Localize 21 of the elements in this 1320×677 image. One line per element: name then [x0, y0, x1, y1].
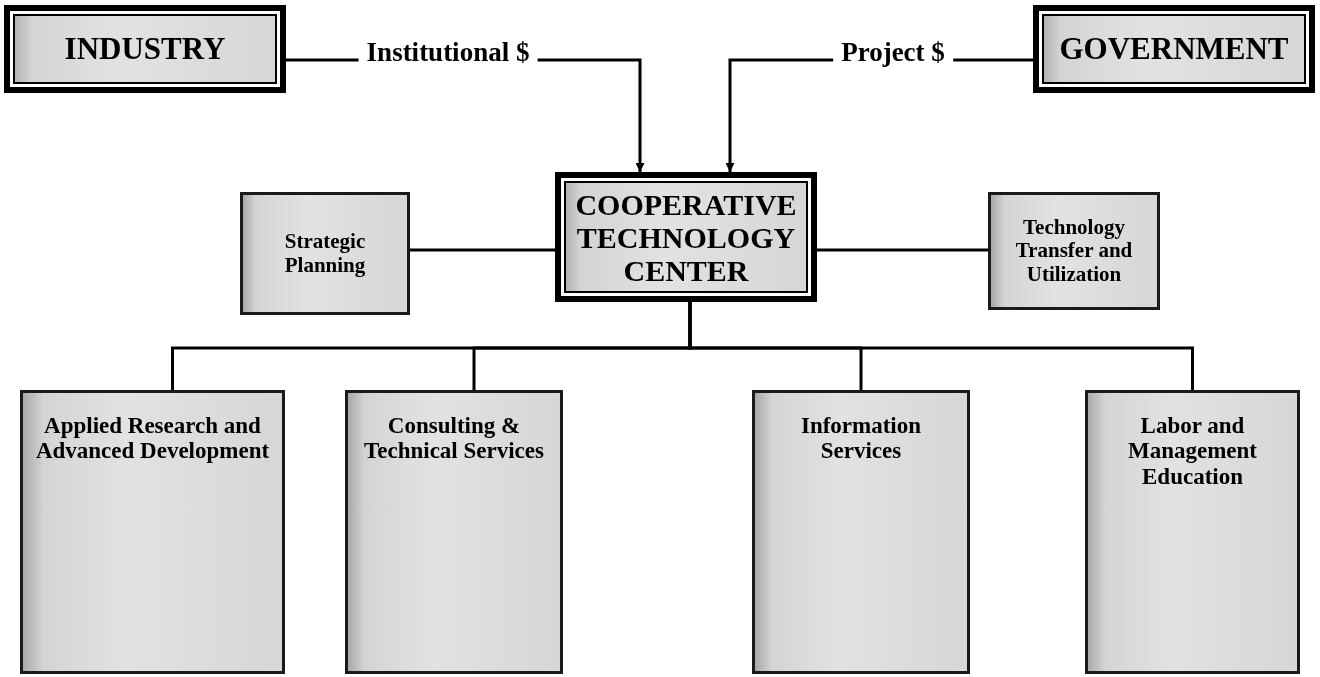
box-label: Applied Research and Advanced Development	[34, 413, 271, 464]
box-label: Consulting & Technical Services	[363, 413, 545, 464]
function-box	[240, 192, 410, 315]
box-label: COOPERATIVE TECHNOLOGY CENTER	[574, 187, 798, 287]
connector-line	[410, 248, 555, 252]
connector-line	[688, 302, 1194, 390]
box-label: GOVERNMENT	[1058, 31, 1290, 67]
box-label: Technology Transfer and Utilization	[1014, 216, 1134, 286]
box-label: Information Services	[799, 413, 923, 464]
program-box	[345, 390, 563, 674]
function-box	[988, 192, 1160, 310]
program-box	[20, 390, 285, 674]
source-box	[1033, 5, 1315, 93]
program-box	[752, 390, 970, 674]
box-label: Strategic Planning	[283, 230, 367, 277]
connector-line	[817, 248, 988, 252]
box-label: INDUSTRY	[63, 31, 227, 67]
source-box	[4, 5, 286, 93]
box-label: Labor and Management Education	[1127, 413, 1258, 489]
center-box	[555, 172, 817, 302]
program-box	[1085, 390, 1300, 674]
